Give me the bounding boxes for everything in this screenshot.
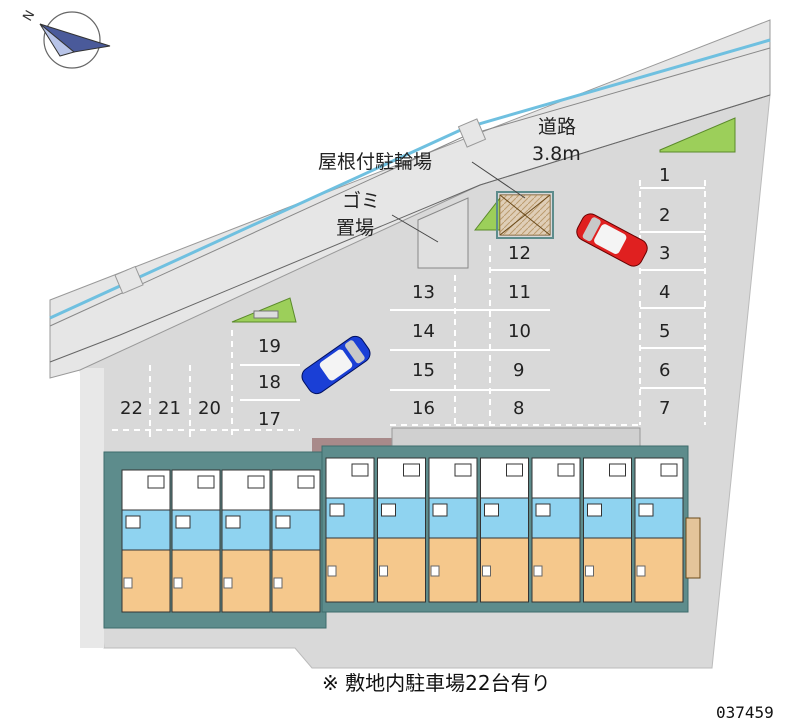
unit-bath-fixture bbox=[225, 515, 241, 529]
parking-12: 12 bbox=[508, 243, 531, 264]
apartment-building bbox=[103, 445, 701, 629]
unit-closet bbox=[430, 565, 440, 577]
unit-bath-fixture bbox=[381, 503, 396, 517]
unit-kitchen-fixture bbox=[506, 463, 523, 477]
parking-14: 14 bbox=[412, 321, 435, 342]
garbage-label-line1: ゴミ bbox=[342, 190, 380, 212]
north-label: N bbox=[20, 8, 38, 24]
unit-kitchen-fixture bbox=[297, 475, 315, 489]
parking-4: 4 bbox=[659, 282, 670, 303]
road-width: 3.8m bbox=[532, 143, 581, 165]
unit-closet bbox=[379, 565, 388, 577]
unit-living-room bbox=[325, 537, 375, 603]
road-label: 道路 bbox=[538, 116, 576, 138]
parking-7: 7 bbox=[659, 398, 670, 419]
stall-lines bbox=[240, 187, 705, 401]
parking-17: 17 bbox=[258, 409, 281, 430]
unit-kitchen-fixture bbox=[609, 463, 626, 477]
unit-kitchen-fixture bbox=[147, 475, 165, 489]
parking-9: 9 bbox=[513, 360, 524, 381]
unit-closet bbox=[327, 565, 337, 577]
unit-kitchen-fixture bbox=[351, 463, 369, 477]
garbage-label-line2: 置場 bbox=[336, 217, 374, 239]
road-notch-right bbox=[457, 118, 487, 148]
unit-kitchen-fixture bbox=[557, 463, 575, 477]
garbage-callout-line bbox=[391, 214, 439, 243]
north-arrow-icon: N bbox=[20, 8, 111, 69]
bike-callout-line bbox=[471, 161, 526, 199]
unit-bath-fixture bbox=[432, 503, 448, 517]
unit-bath-fixture bbox=[484, 503, 499, 517]
parking-6: 6 bbox=[659, 360, 670, 381]
unit-closet bbox=[482, 565, 491, 577]
parking-8: 8 bbox=[513, 398, 524, 419]
unit-bath-fixture bbox=[175, 515, 191, 529]
parking-20: 20 bbox=[198, 398, 221, 419]
parking-22: 22 bbox=[120, 398, 143, 419]
road-notch-left bbox=[114, 265, 144, 295]
parking-16: 16 bbox=[412, 398, 435, 419]
parking-15: 15 bbox=[412, 360, 435, 381]
parking-13: 13 bbox=[412, 282, 435, 303]
unit-kitchen-fixture bbox=[247, 475, 265, 489]
unit-bath-fixture bbox=[638, 503, 654, 517]
planter-slot bbox=[253, 310, 279, 319]
unit-bath-fixture bbox=[275, 515, 291, 529]
garbage-area bbox=[417, 197, 469, 269]
unit-closet bbox=[585, 565, 594, 577]
building-side-stair bbox=[685, 517, 701, 579]
bike-parking-frame bbox=[496, 191, 554, 239]
parking-19: 19 bbox=[258, 336, 281, 357]
parking-11: 11 bbox=[508, 282, 531, 303]
unit-closet bbox=[636, 565, 646, 577]
greenery-top-right bbox=[659, 117, 736, 153]
bike-parking-label: 屋根付駐輪場 bbox=[318, 151, 432, 173]
property-code: 037459 bbox=[716, 703, 774, 722]
parking-1: 1 bbox=[659, 165, 670, 186]
unit-closet bbox=[533, 565, 543, 577]
unit-kitchen-fixture bbox=[454, 463, 472, 477]
parking-2: 2 bbox=[659, 205, 670, 226]
unit-closet bbox=[123, 577, 133, 589]
unit-closet bbox=[273, 577, 283, 589]
greenery-left bbox=[231, 297, 297, 323]
unit-kitchen-fixture bbox=[660, 463, 678, 477]
unit-closet bbox=[223, 577, 233, 589]
unit-bath-fixture bbox=[329, 503, 345, 517]
red-car-icon bbox=[576, 213, 648, 267]
parking-note: ※ 敷地内駐車場22台有り bbox=[322, 671, 551, 695]
parking-18: 18 bbox=[258, 372, 281, 393]
parking-21: 21 bbox=[158, 398, 181, 419]
site-lot-margin bbox=[80, 368, 104, 648]
stall-dividers bbox=[112, 180, 706, 440]
unit-closet bbox=[173, 577, 183, 589]
unit-bath-fixture bbox=[587, 503, 602, 517]
parking-3: 3 bbox=[659, 243, 670, 264]
parking-5: 5 bbox=[659, 321, 670, 342]
unit-bath-fixture bbox=[535, 503, 551, 517]
blue-car-icon bbox=[301, 335, 371, 395]
unit-bath-fixture bbox=[125, 515, 141, 529]
road-edge-lower bbox=[49, 94, 771, 363]
parking-10: 10 bbox=[508, 321, 531, 342]
unit-kitchen-fixture bbox=[403, 463, 420, 477]
unit-kitchen-fixture bbox=[197, 475, 215, 489]
